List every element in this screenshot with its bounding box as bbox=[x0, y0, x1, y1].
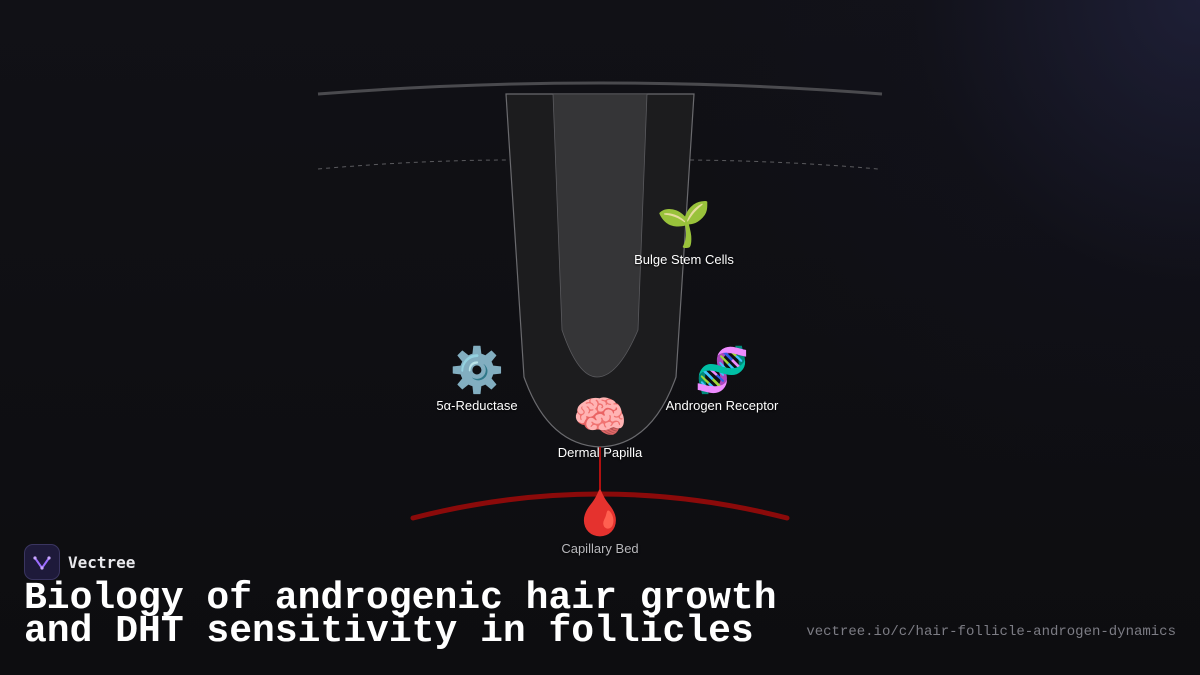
node-5a-reductase: ⚙️ 5α-Reductase bbox=[436, 346, 517, 413]
node-bulge-stem-cells: 🌱 Bulge Stem Cells bbox=[634, 200, 734, 267]
gear-icon: ⚙️ bbox=[449, 346, 505, 395]
dermis-boundary-left bbox=[317, 159, 511, 170]
hair-shaft bbox=[552, 93, 648, 378]
skin-surface-line bbox=[317, 81, 883, 96]
brand: Vectree bbox=[24, 544, 135, 580]
brain-icon: 🧠 bbox=[572, 393, 628, 442]
node-androgen-receptor: 🧬 Androgen Receptor bbox=[666, 346, 779, 413]
node-dermal-papilla: 🧠 Dermal Papilla bbox=[558, 393, 643, 460]
dna-icon: 🧬 bbox=[694, 346, 750, 395]
brand-name: Vectree bbox=[68, 552, 136, 572]
node-label: Bulge Stem Cells bbox=[634, 252, 734, 267]
vectree-logo-icon bbox=[24, 544, 60, 580]
node-label: 5α-Reductase bbox=[436, 398, 518, 413]
blood-drop-icon: 🩸 bbox=[572, 489, 628, 538]
node-capillary-bed: 🩸 Capillary Bed bbox=[561, 489, 638, 556]
dermis-boundary-right bbox=[689, 159, 879, 170]
capillary-vessel bbox=[410, 491, 790, 521]
seedling-icon: 🌱 bbox=[656, 200, 712, 249]
source-url: vectree.io/c/hair-follicle-androgen-dyna… bbox=[806, 624, 1176, 640]
node-label: Androgen Receptor bbox=[665, 398, 779, 413]
node-label: Capillary Bed bbox=[561, 541, 639, 556]
page-title: Biology of androgenic hair growth and DH… bbox=[24, 577, 777, 653]
node-label: Dermal Papilla bbox=[557, 445, 643, 460]
